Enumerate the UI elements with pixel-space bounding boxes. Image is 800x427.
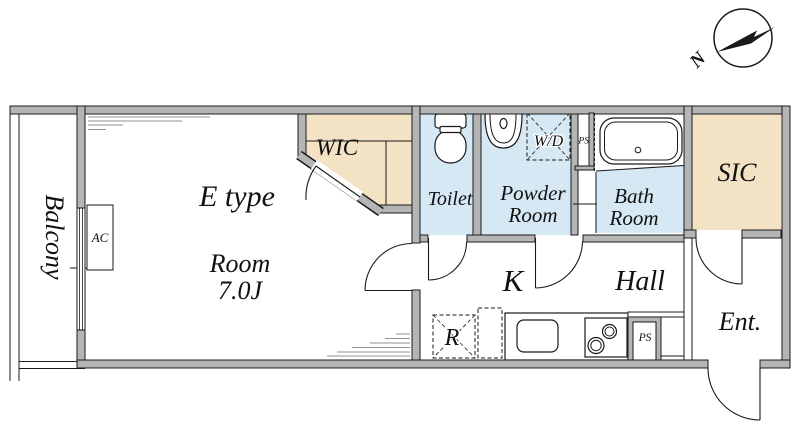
faucet-icon [499, 117, 508, 130]
balcony-outline [9, 114, 85, 381]
powder-basin [484, 113, 523, 149]
wall-ps-niche-bottom [574, 165, 595, 171]
wall-bottom-left [76, 359, 709, 369]
room-name-label: Room [209, 249, 271, 278]
entrance-label: Ent. [718, 307, 762, 336]
compass-circle [713, 8, 773, 68]
wall-right [781, 105, 791, 369]
balcony-bottom-line [19, 361, 85, 369]
compass: N [685, 8, 775, 73]
powder-basin-inner [489, 113, 517, 144]
labels: Balcony E type Room 7.0J WIC Toilet Powd… [40, 132, 762, 353]
powder-door [534, 238, 584, 289]
wall-room-k-lower [411, 289, 421, 361]
bath-room-label-1: Bath [614, 184, 654, 208]
toilet-label: Toilet [428, 188, 473, 210]
balcony-window-glass [79, 208, 83, 330]
sic-label: SIC [718, 158, 758, 187]
ps-upper-label: PS [577, 137, 589, 147]
refrigerator-space [432, 314, 476, 359]
bath-room-label-2: Room [609, 206, 659, 230]
room-fade-bottom [327, 333, 410, 357]
wall-ps-niche-right [588, 112, 595, 171]
wall-sic-bottom-right [741, 229, 782, 239]
burner-large-inner-icon [590, 339, 602, 352]
fade-lines [88, 116, 410, 357]
wic-label: WIC [316, 135, 359, 160]
washer-dryer-cross [526, 112, 571, 161]
doors [305, 165, 761, 421]
powder-room-label-1: Powder [499, 181, 566, 205]
toilet-seat-hinge [439, 125, 462, 134]
wall-bottom-right [759, 359, 791, 369]
bathtub-drain-icon [634, 146, 642, 154]
room-door [364, 242, 413, 292]
balcony-label: Balcony [40, 194, 69, 280]
bath-floor-edge [595, 165, 685, 233]
refrigerator-label: R [444, 325, 460, 351]
wall-hall-entrance [683, 237, 693, 361]
hall-label: Hall [614, 266, 665, 297]
entrance-door [707, 367, 761, 421]
bathtub-inner [604, 121, 678, 161]
north-arrow-icon [717, 27, 775, 52]
balcony-window [76, 207, 86, 331]
kitchen-sink [516, 319, 559, 353]
bathtub [599, 117, 683, 165]
bath-floor [596, 165, 684, 233]
powder-room-label-2: Room [508, 203, 558, 227]
wall-corridor-2 [466, 234, 536, 243]
balcony-left-wall [9, 114, 20, 381]
sic-floor [692, 113, 781, 230]
wall-room-k-upper [411, 105, 421, 244]
wall-sic-bottom-left [683, 229, 697, 239]
wall-corridor-1 [419, 234, 429, 243]
ps-lower-label: PS [638, 332, 652, 344]
wic-door [305, 165, 361, 201]
wall-bath-sic [683, 105, 693, 239]
room-size-label: 7.0J [218, 276, 264, 305]
refrigerator-cross [432, 314, 476, 359]
plan-type-label: E type [198, 180, 275, 213]
wall-toilet-powder [472, 113, 482, 236]
wall-corridor-3 [582, 234, 685, 243]
wic-shelf-lines [306, 140, 412, 205]
wall-powder-right [570, 113, 579, 236]
kitchen-label: K [502, 263, 526, 298]
ac-label: AC [91, 230, 109, 245]
ac-unit-box [86, 204, 114, 271]
sic-door [695, 237, 743, 285]
washer-dryer-label: W/D [534, 133, 564, 150]
walls [9, 105, 791, 369]
wall-balcony-upper [76, 105, 86, 209]
room-fade-top [88, 116, 210, 130]
north-label: N [685, 47, 711, 73]
kitchen-dashed-cabinet [477, 307, 503, 359]
wall-top [9, 105, 791, 115]
toilet-door [427, 238, 468, 281]
ps-kitchen-inner [632, 321, 657, 361]
wall-hall-bottom [627, 311, 685, 318]
wall-balcony-lower [76, 329, 86, 361]
toilet-bowl [434, 129, 467, 164]
burner-small-inner-icon [604, 326, 615, 337]
